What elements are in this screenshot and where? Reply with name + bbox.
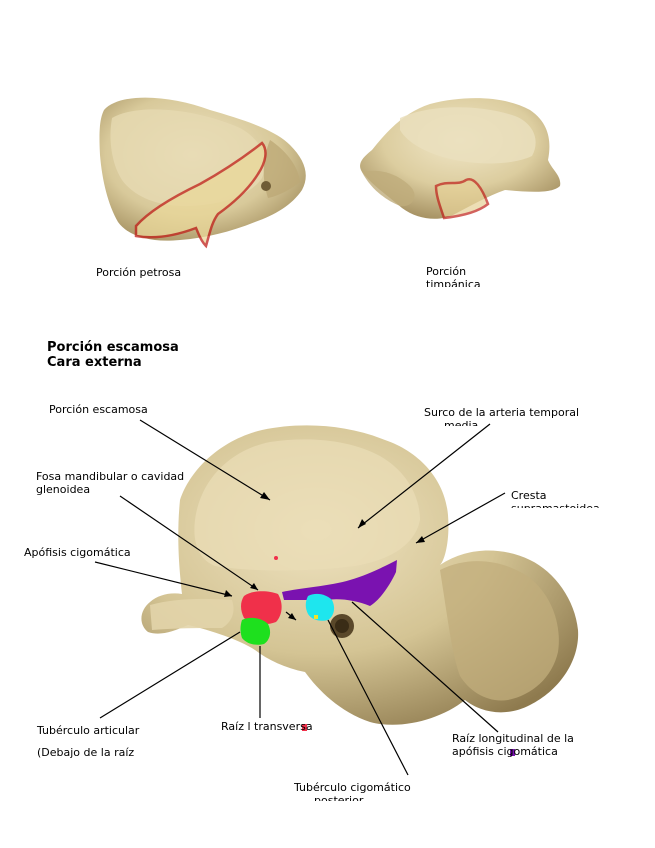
transverse-root-label: Raíz l transversa xyxy=(221,720,313,733)
tympanic-label: Porción timpánica xyxy=(426,265,481,287)
yellow-mark xyxy=(314,615,318,619)
mandibular-fossa-line1: Fosa mandibular o cavidad xyxy=(36,470,184,483)
mandibular-fossa-line2: glenoidea xyxy=(36,483,184,496)
temporal-groove-line1: Surco de la arteria temporal xyxy=(424,406,579,419)
longitudinal-root-line1: Raíz longitudinal de la xyxy=(452,732,574,745)
articular-tubercle-label: Tubérculo articular xyxy=(37,724,139,737)
mandibular-fossa-label: Fosa mandibular o cavidad glenoidea xyxy=(36,470,184,496)
petrous-label: Porción petrosa xyxy=(96,266,181,279)
tympanic-label-line1: Porción xyxy=(426,265,481,278)
longitudinal-root-line2: apófisis cigomática xyxy=(452,745,574,758)
zygomatic-process-label: Apófisis cigomática xyxy=(24,546,131,559)
longitudinal-root-label: Raíz longitudinal de la apófisis cigomát… xyxy=(452,732,574,758)
articular-tubercle-note: (Debajo de la raíz xyxy=(37,746,134,759)
zygomatic-tubercle-line2: posterior xyxy=(294,794,411,801)
zygomatic-tubercle-line1: Tubérculo cigomático xyxy=(294,781,411,794)
crest-line2: supramastoidea xyxy=(511,502,600,508)
crest-label: Cresta supramastoidea xyxy=(511,489,600,508)
temporal-groove-label: Surco de la arteria temporal media xyxy=(424,406,579,426)
zygomatic-tubercle-label: Tubérculo cigomático posterior xyxy=(294,781,411,801)
tympanic-label-line2: timpánica xyxy=(426,278,481,287)
crest-line1: Cresta xyxy=(511,489,600,502)
section-title: Porción escamosa Cara externa xyxy=(47,340,197,370)
temporal-groove-line2: media xyxy=(424,419,579,426)
squamous-label: Porción escamosa xyxy=(49,403,148,416)
